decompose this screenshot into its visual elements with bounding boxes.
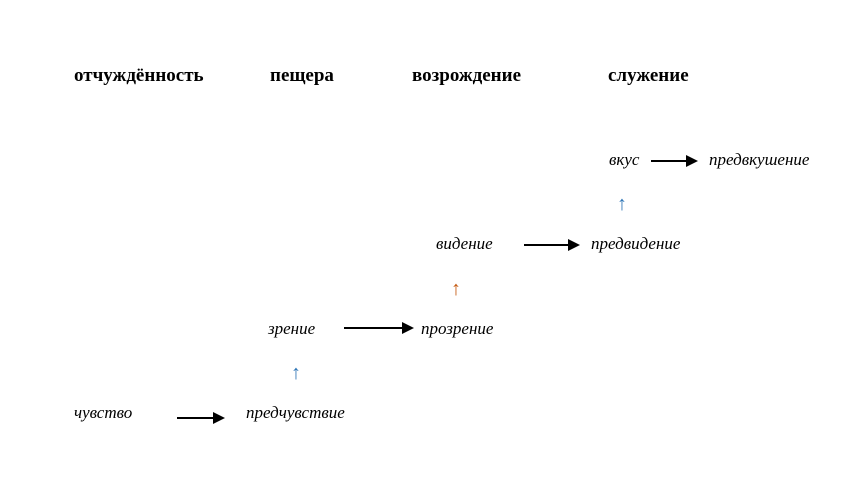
right-arrow-icon [651, 155, 698, 167]
word-predvkushenie: предвкушение [709, 150, 810, 169]
word-predvidenie: предвидение [591, 234, 681, 253]
up-arrow-icon: ↑ [291, 362, 301, 384]
up-arrow-icon: ↑ [451, 278, 461, 300]
word-vkus: вкус [609, 150, 640, 169]
header-peshchera: пещера [270, 65, 334, 86]
header-otchuzhdennost: отчуждённость [74, 65, 204, 86]
word-predchuvstvie: предчувствие [246, 403, 345, 422]
word-zrenie: зрение [268, 319, 316, 338]
word-prozrenie: прозрение [421, 319, 494, 338]
up-arrow-icon: ↑ [617, 193, 627, 215]
right-arrow-icon [524, 239, 580, 251]
right-arrow-icon [344, 322, 414, 334]
word-chuvstvo: чувство [74, 403, 133, 422]
word-videnie: видение [436, 234, 493, 253]
header-sluzhenie: служение [608, 65, 689, 86]
header-vozrozhdenie: возрождение [412, 65, 522, 86]
right-arrow-icon [177, 412, 225, 424]
